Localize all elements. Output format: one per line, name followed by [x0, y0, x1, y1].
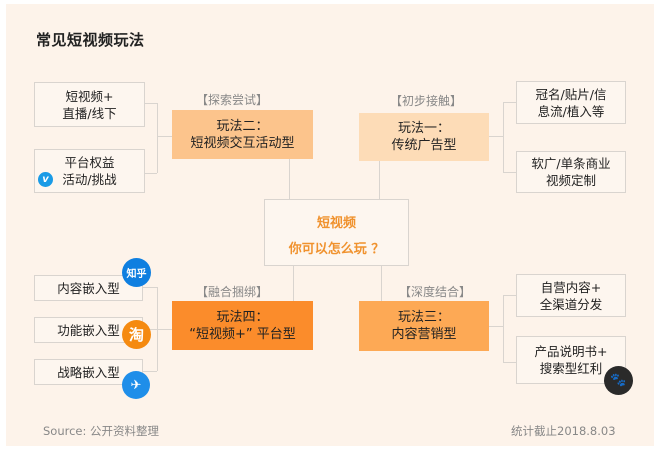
connector — [503, 295, 504, 362]
diagram-title: 常见短视频玩法 — [36, 31, 145, 49]
connector — [503, 295, 516, 296]
sub-box-platform-challenge: 平台权益 活动/挑战 — [34, 149, 145, 193]
connector — [379, 161, 380, 199]
connector — [143, 329, 172, 330]
connector — [503, 102, 504, 172]
connector — [503, 362, 516, 363]
method-2-box: 玩法二： 短视频交互活动型 — [172, 110, 313, 159]
sub-box-self-content: 自营内容+ 全渠道分发 — [516, 274, 626, 317]
method-3-box: 玩法三： 内容营销型 — [359, 301, 489, 351]
connector — [503, 102, 516, 103]
tag-explore: 【探索尝试】 — [196, 93, 269, 107]
tag-initial-contact: 【初步接触】 — [390, 94, 463, 108]
sub-box-soft-ad: 软广/单条商业 视频定制 — [516, 151, 626, 193]
vmeet-icon: v — [38, 172, 53, 187]
connector — [157, 103, 158, 173]
connector — [381, 266, 382, 301]
center-line-1: 短视频 — [316, 216, 356, 231]
center-line-2: 你可以怎么玩 ？ — [288, 242, 385, 257]
taobao-icon: 淘 — [122, 320, 151, 349]
tag-deep-integration: 【深度结合】 — [399, 285, 472, 299]
sub-box-strategy-embed: 战略嵌入型 — [34, 359, 143, 385]
connector — [503, 172, 516, 173]
connector — [157, 136, 172, 137]
connector — [289, 159, 290, 199]
baidu-paw-icon: 🐾 — [604, 366, 633, 395]
sub-box-livestream: 短视频+ 直播/线下 — [34, 82, 145, 127]
sub-box-sponsorship: 冠名/贴片/信 息流/植入等 — [516, 81, 626, 124]
dingtalk-icon: ✈ — [122, 371, 150, 399]
sub-box-content-embed: 内容嵌入型 — [34, 275, 143, 301]
connector — [293, 266, 294, 301]
source-note: Source: 公开资料整理 — [43, 424, 160, 438]
connector — [143, 371, 157, 372]
tag-fusion: 【融合捆绑】 — [196, 285, 269, 299]
connector — [145, 103, 157, 104]
zhihu-icon: 知乎 — [122, 258, 151, 287]
connector — [143, 287, 157, 288]
connector — [489, 136, 503, 137]
method-1-box: 玩法一： 传统广告型 — [359, 113, 489, 161]
method-4-box: 玩法四： “短视频+” 平台型 — [172, 301, 313, 350]
connector — [489, 326, 503, 327]
connector — [145, 173, 157, 174]
center-question-box: 短视频 你可以怎么玩 ？ — [264, 199, 409, 266]
date-note: 统计截止2018.8.03 — [511, 424, 616, 438]
